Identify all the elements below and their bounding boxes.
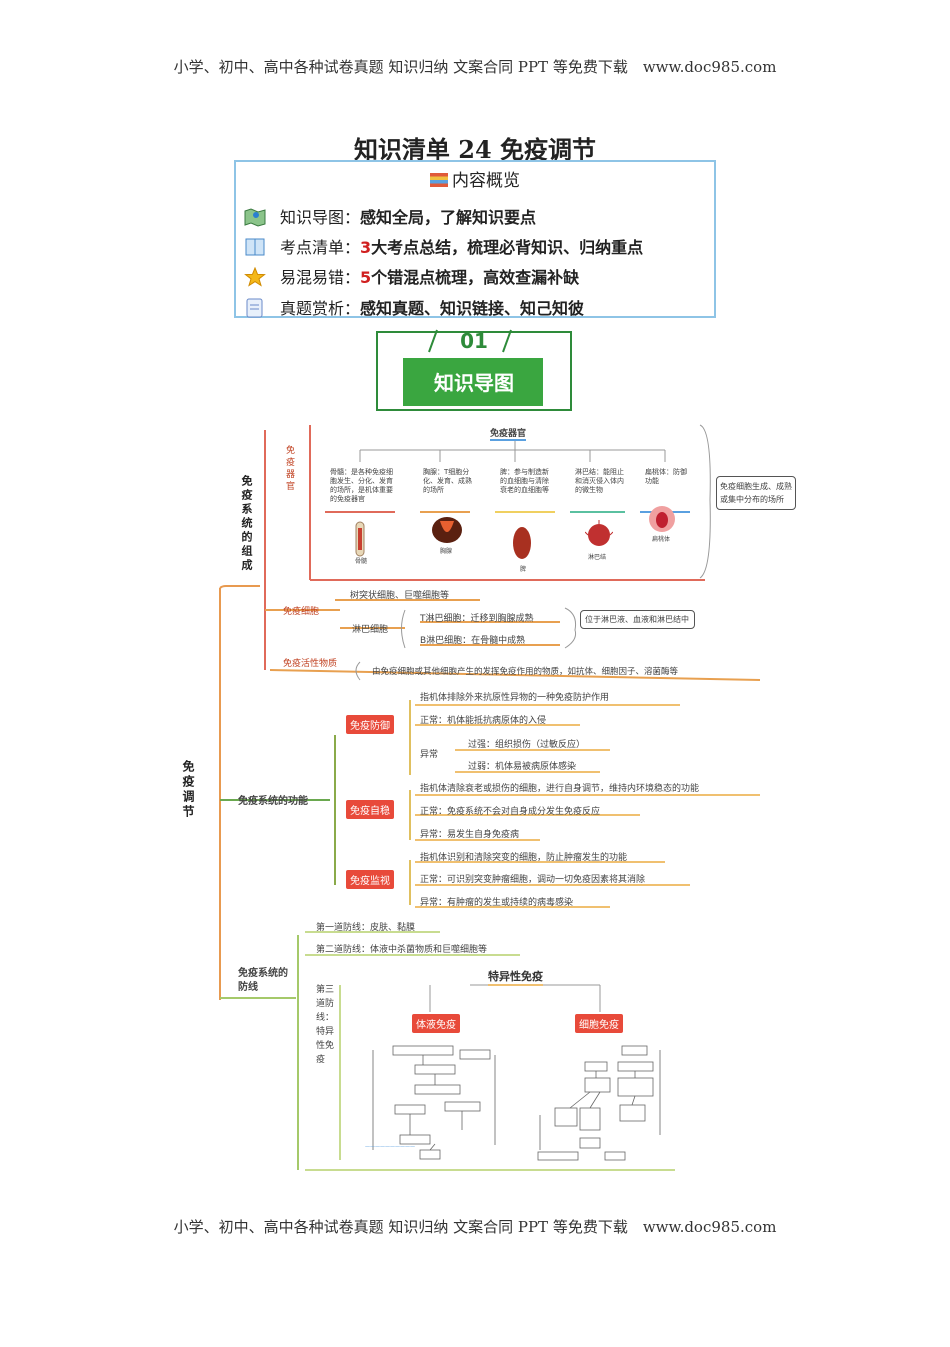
spleen-image xyxy=(513,527,531,559)
cellular-flow-diagram xyxy=(537,1045,661,1161)
section-badge: 01 知识导图 xyxy=(376,329,572,411)
star-icon xyxy=(244,267,266,287)
t-cell-text: T淋巴细胞：迁移到胸腺成熟 xyxy=(420,614,534,624)
badge-label: 知识导图 xyxy=(434,371,514,395)
overview-heading: 内容概览 xyxy=(236,166,714,191)
defense-line-2: 第二道防线：体液中杀菌物质和巨噬细胞等 xyxy=(316,945,488,955)
defense-label: 免疫防御 xyxy=(346,715,394,734)
sec2-title: 免疫系统的功能 xyxy=(238,796,308,807)
page-footer: 小学、初中、高中各种试卷真题 知识归纳 文案合同 PPT 等免费下载 www.d… xyxy=(173,1218,777,1236)
defense-weak: 过弱：机体易被病原体感染 xyxy=(468,762,577,772)
cellular-immunity-label: 细胞免疫 xyxy=(575,1014,623,1033)
surveillance-abnormal: 异常：有肿瘤的发生或持续的病毒感染 xyxy=(420,898,574,908)
organ-desc-thymus: 胸腺：T细胞分化、发育、成熟的场所 xyxy=(423,468,472,494)
organ-name-lymphnode: 淋巴结 xyxy=(588,554,607,561)
page-header: 小学、初中、高中各种试卷真题 知识归纳 文案合同 PPT 等免费下载 www.d… xyxy=(173,58,777,76)
organ-name-tonsil: 扁桃体 xyxy=(652,536,671,543)
tonsil-image xyxy=(649,506,675,532)
organ-name-spleen: 脾 xyxy=(520,566,527,573)
defense-line-3: 第三道防线：特异性免疫 xyxy=(316,985,335,1065)
organs-label: 免疫器官 xyxy=(284,445,294,493)
active-label: 免疫活性物质 xyxy=(283,659,338,669)
defense-def: 指机体排除外来抗原性异物的一种免疫防护作用 xyxy=(420,693,610,703)
thymus-image xyxy=(432,517,462,543)
cells-label: 免疫细胞 xyxy=(283,607,320,617)
lymph-label: 淋巴细胞 xyxy=(352,625,389,635)
badge-number: 01 xyxy=(460,329,488,353)
organ-desc-spleen: 脾：参与制造新的血细胞与清除衰老的血细胞等 xyxy=(500,468,549,494)
specific-immunity-label: 特异性免疫 xyxy=(488,968,543,986)
sec1-title: 免疫系统的组成 xyxy=(240,475,253,573)
organ-name-thymus: 胸腺 xyxy=(440,548,453,555)
organ-name-marrow: 骨髓 xyxy=(355,558,368,565)
map-icon xyxy=(244,208,266,227)
organs-top-label: 免疫器官 xyxy=(490,426,527,441)
note-icon xyxy=(246,298,263,318)
stability-abnormal: 异常：易发生自身免疫病 xyxy=(420,830,520,840)
book-icon xyxy=(245,238,265,256)
stability-def: 指机体清除衰老或损伤的细胞，进行自身调节，维持内环境稳态的功能 xyxy=(420,784,700,794)
page-title: 知识清单 24 免疫调节 xyxy=(353,135,597,164)
humoral-flow-diagram: —————————— xyxy=(365,1045,496,1160)
mindmap-root: 免疫调节 xyxy=(181,760,195,820)
organ-desc-lymphnode: 淋巴结：能阻止和消灭侵入体内的微生物 xyxy=(575,468,624,494)
organs-note: 免疫细胞生成、成熟或集中分布的场所 xyxy=(716,476,796,510)
active-text: 由免疫细胞或其他细胞产生的发挥免疫作用的物质，如抗体、细胞因子、溶菌酶等 xyxy=(372,667,679,677)
surveillance-normal: 正常：可识别突变肿瘤细胞，调动一切免疫因素将其消除 xyxy=(420,875,646,885)
overview-row-mindmap: 知识导图：感知全局，了解知识要点 xyxy=(244,204,536,228)
organ-desc-tonsil: 扁桃体：防御功能 xyxy=(645,468,687,485)
stability-normal: 正常：免疫系统不会对自身成分发生免疫反应 xyxy=(420,807,601,817)
sec3-title: 免疫系统的防线 xyxy=(238,968,288,993)
defense-line-1: 第一道防线：皮肤、黏膜 xyxy=(316,923,416,933)
overview-row-exams: 真题赏析：感知真题、知识链接、知己知彼 xyxy=(244,295,584,319)
defense-strong: 过强：组织损伤（过敏反应） xyxy=(468,740,586,750)
overview-row-mistakes: 易混易错：5个错混点梳理，高效查漏补缺 xyxy=(244,264,579,288)
lymph-note: 位于淋巴液、血液和淋巴结中 xyxy=(580,610,695,629)
cells-top: 树突状细胞、巨噬细胞等 xyxy=(350,591,450,601)
svg-text:——————————: —————————— xyxy=(365,1144,415,1150)
overview-row-checklist: 考点清单：3大考点总结，梳理必背知识、归纳重点 xyxy=(244,234,643,258)
defense-abnormal: 异常 xyxy=(420,750,439,760)
b-cell-text: B淋巴细胞：在骨髓中成熟 xyxy=(420,636,526,646)
surveillance-label: 免疫监视 xyxy=(346,870,394,889)
list-icon xyxy=(430,173,448,187)
organ-desc-marrow: 骨髓：是各种免疫细胞发生、分化、发育的场所，是机体重要的免疫器官 xyxy=(330,468,393,503)
surveillance-def: 指机体识别和清除突变的细胞，防止肿瘤发生的功能 xyxy=(420,853,628,863)
content-overview-box: 内容概览 知识导图：感知全局，了解知识要点 考点清单：3大考点总结，梳理必背知识… xyxy=(234,160,716,318)
stability-label: 免疫自稳 xyxy=(346,800,394,819)
bone-marrow-image xyxy=(355,521,365,557)
humoral-immunity-label: 体液免疫 xyxy=(412,1014,460,1033)
lymph-node-image xyxy=(585,520,613,546)
defense-normal: 正常：机体能抵抗病原体的入侵 xyxy=(420,716,547,726)
